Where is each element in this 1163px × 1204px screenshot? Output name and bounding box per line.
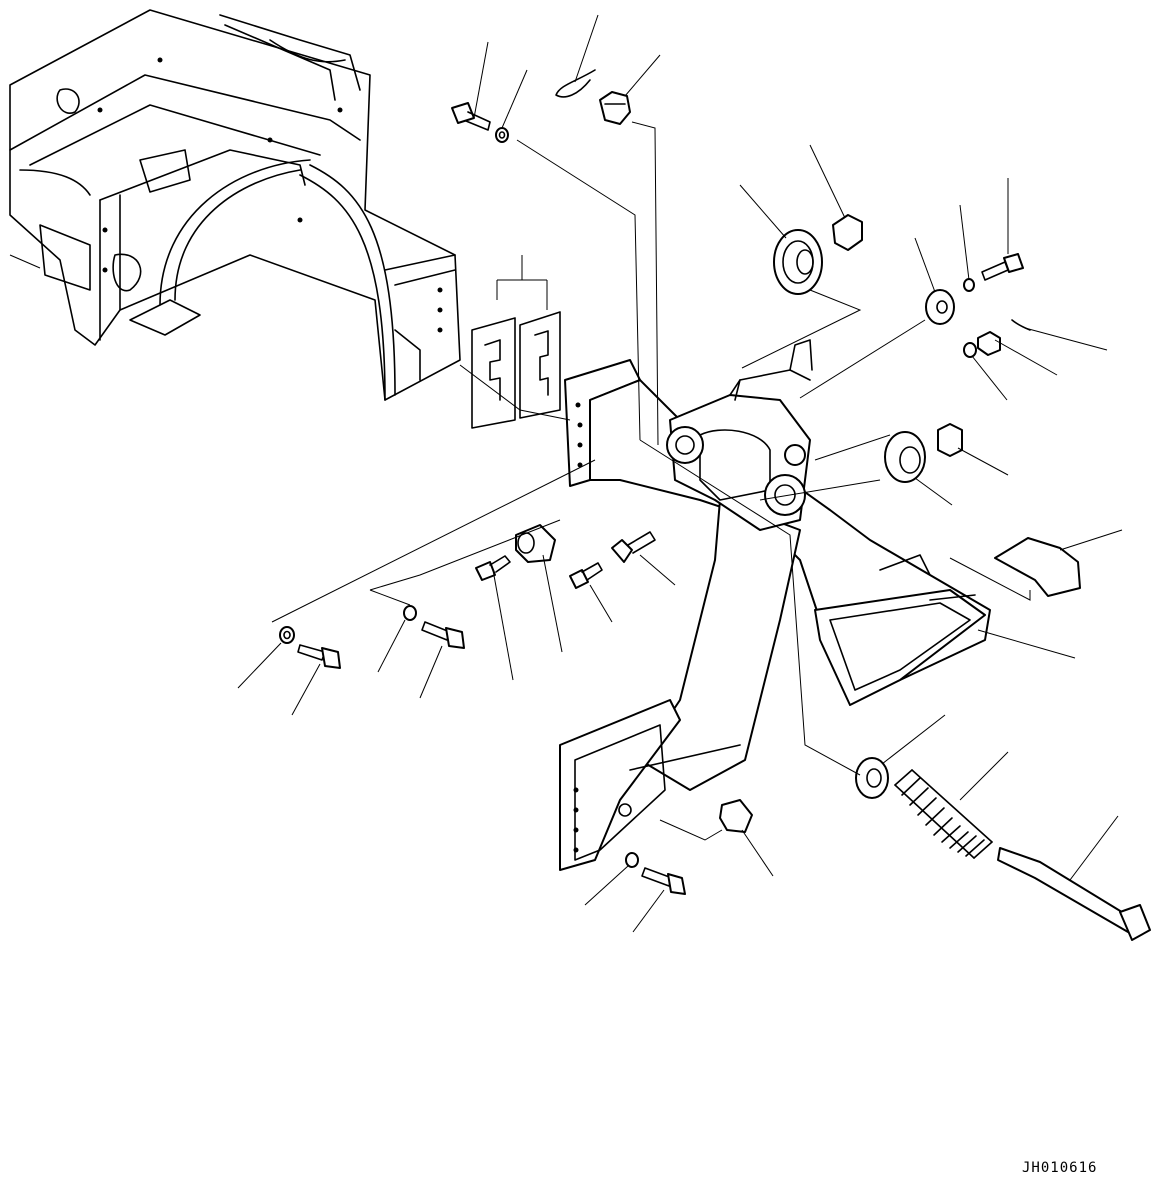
nut-right: [978, 332, 1000, 355]
bushing-large: [774, 230, 822, 294]
nut-top: [600, 92, 630, 124]
drawing-code-label: JH010616: [1022, 1160, 1098, 1176]
washer-bottom: [626, 853, 638, 867]
stud-pin: [612, 532, 655, 562]
bolt-right: [982, 254, 1023, 280]
shim-plates: [472, 255, 560, 428]
coil-spring: [895, 770, 992, 858]
tie-rod: [998, 848, 1150, 940]
small-washer-right: [964, 279, 974, 291]
pad-plate: [995, 538, 1080, 596]
bolt-lower-middle: [422, 622, 464, 648]
grease-fitting-left: [476, 556, 510, 580]
washer-top: [496, 128, 508, 142]
bolt-bottom: [642, 868, 685, 894]
stopper-cap: [720, 800, 752, 832]
chassis-frame: [10, 10, 460, 400]
collar: [938, 424, 962, 456]
bushing-middle: [885, 432, 925, 482]
leader-lines: [238, 15, 1122, 932]
grease-fitting-middle: [570, 563, 602, 588]
bolt-top-left: [452, 103, 490, 130]
washer-lower-left: [280, 627, 294, 643]
spring-seat: [926, 290, 954, 324]
spring-guide: [856, 758, 888, 798]
bolt-lower-left: [298, 645, 340, 668]
bushing-small: [516, 525, 555, 562]
cotter-pin: [556, 70, 595, 97]
castle-nut: [833, 215, 862, 250]
washer-lower-middle: [404, 606, 416, 620]
washer-right: [964, 343, 976, 357]
